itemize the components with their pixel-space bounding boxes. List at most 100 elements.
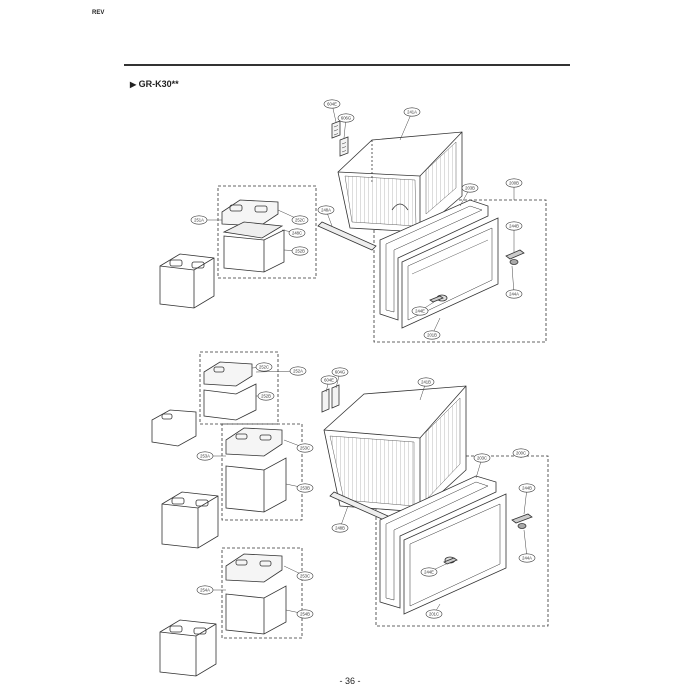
part-label-244b-bubble xyxy=(505,221,523,231)
part-label-200b-bubble xyxy=(505,178,523,188)
top-rail xyxy=(317,221,377,251)
top-door-group-box xyxy=(373,199,547,343)
part-label-252a-bubble xyxy=(289,366,307,376)
model-heading: ▶ GR-K30** xyxy=(130,79,179,89)
part-label-604e-bubble xyxy=(323,99,341,109)
bottom-tray-box-3 xyxy=(221,547,303,639)
part-label-203c: 203C xyxy=(477,456,487,461)
bottom-section xyxy=(151,351,549,677)
part-label-203c-bubble xyxy=(473,453,491,463)
bottom-tray-box-2 xyxy=(221,423,303,521)
part-label-604g-bubble xyxy=(331,367,349,377)
bottom-tray-group-1 xyxy=(203,361,257,421)
part-label-254b-bubble xyxy=(296,609,314,619)
bottom-loose-box-2 xyxy=(161,491,219,549)
part-label-251a-bubble xyxy=(190,215,208,225)
part-label-604e-bubble xyxy=(320,375,338,385)
part-label-604g: 604G xyxy=(335,370,345,375)
part-label-244e: 244E xyxy=(424,570,434,575)
part-label-201b-bubble xyxy=(423,330,441,340)
revision-mark: REV xyxy=(92,10,105,16)
model-marker: ▶ xyxy=(130,80,137,89)
part-label-244b: 244B xyxy=(522,486,532,491)
part-label-252c: 252C xyxy=(259,365,269,370)
part-label-244e-bubble xyxy=(420,567,438,577)
part-label-253c-bubble xyxy=(296,443,314,453)
part-label-241a-bubble xyxy=(403,107,421,117)
part-label-254b: 254B xyxy=(300,612,310,617)
part-label-252b: 252B xyxy=(295,249,305,254)
top-tray-group xyxy=(221,199,285,273)
part-label-244e: 244E xyxy=(415,309,425,314)
bottom-loose-tray-1 xyxy=(151,409,197,447)
part-label-604e: 604E xyxy=(324,378,334,383)
part-label-254a: 254A xyxy=(200,588,210,593)
part-label-203b: 203B xyxy=(465,186,475,191)
part-label-253b: 253B xyxy=(300,486,310,491)
part-label-606g: 606G xyxy=(341,116,351,121)
part-label-241b-bubble xyxy=(417,377,435,387)
part-label-252c-bubble xyxy=(291,215,309,225)
part-label-244a: 244A xyxy=(522,556,532,561)
part-label-244a-bubble xyxy=(518,553,536,563)
part-label-252b: 252B xyxy=(261,394,271,399)
part-label-201c: 201C xyxy=(429,612,439,617)
part-label-244a-leader xyxy=(511,265,515,295)
part-label-253c: 253C xyxy=(300,574,310,579)
bottom-crisper-bin xyxy=(323,385,467,513)
part-label-248b: 248B xyxy=(335,526,345,531)
part-label-253b-bubble xyxy=(296,483,314,493)
part-label-244e-bubble xyxy=(411,306,429,316)
part-label-606g-bubble xyxy=(337,113,355,123)
bottom-tray-group-2 xyxy=(225,427,287,513)
part-label-253a: 253A xyxy=(200,454,210,459)
part-label-200b: 200B xyxy=(509,181,519,186)
part-label-248a-bubble xyxy=(317,205,335,215)
part-label-248c-bubble xyxy=(288,228,306,238)
page-number: - 36 - xyxy=(339,676,361,686)
part-label-241a: 241A xyxy=(407,110,417,115)
bottom-loose-box-3 xyxy=(159,619,217,677)
part-label-244a-leader xyxy=(523,529,528,559)
top-hinges xyxy=(429,249,525,303)
bottom-gasket-frame xyxy=(379,475,497,609)
part-label-248a: 248A xyxy=(321,208,331,213)
part-label-200c: 200C xyxy=(516,451,526,456)
part-label-244b-bubble xyxy=(518,483,536,493)
part-label-604e: 604E xyxy=(327,102,337,107)
part-label-248b-bubble xyxy=(331,523,349,533)
part-label-248c: 248C xyxy=(292,231,302,236)
part-label-252a: 252A xyxy=(293,369,303,374)
part-label-253a-bubble xyxy=(196,451,214,461)
part-label-244a: 244A xyxy=(509,292,519,297)
part-label-244b: 244B xyxy=(509,224,519,229)
top-crisper-bin xyxy=(337,131,463,233)
part-label-203b-bubble xyxy=(461,183,479,193)
header-rule xyxy=(124,64,570,66)
top-gasket-frame xyxy=(379,199,489,321)
part-label-253c: 253C xyxy=(300,446,310,451)
part-label-201c-bubble xyxy=(425,609,443,619)
bottom-door xyxy=(403,493,507,615)
top-filter-parts xyxy=(331,120,349,157)
part-labels: 604E 606G 241A 251A 252C 248C 252B 248A 203B 200B… xyxy=(190,99,536,619)
bottom-filter-parts xyxy=(321,384,340,413)
part-label-252c-bubble xyxy=(255,362,273,372)
bottom-hinges xyxy=(443,513,533,565)
part-label-252b-bubble xyxy=(291,246,309,256)
model-name: GR-K30** xyxy=(138,79,179,89)
top-loose-box xyxy=(159,253,215,309)
part-label-241b: 241B xyxy=(421,380,431,385)
part-label-244a-bubble xyxy=(505,289,523,299)
part-label-200c-bubble xyxy=(512,448,530,458)
part-label-241a-leader xyxy=(399,111,413,141)
part-label-254a-bubble xyxy=(196,585,214,595)
part-label-253c-bubble xyxy=(296,571,314,581)
top-section xyxy=(159,120,547,343)
bottom-tray-group-3 xyxy=(225,553,287,635)
part-label-201b: 201B xyxy=(427,333,437,338)
part-label-252b-bubble xyxy=(257,391,275,401)
part-label-251a: 251A xyxy=(194,218,204,223)
part-label-252c: 252C xyxy=(295,218,305,223)
